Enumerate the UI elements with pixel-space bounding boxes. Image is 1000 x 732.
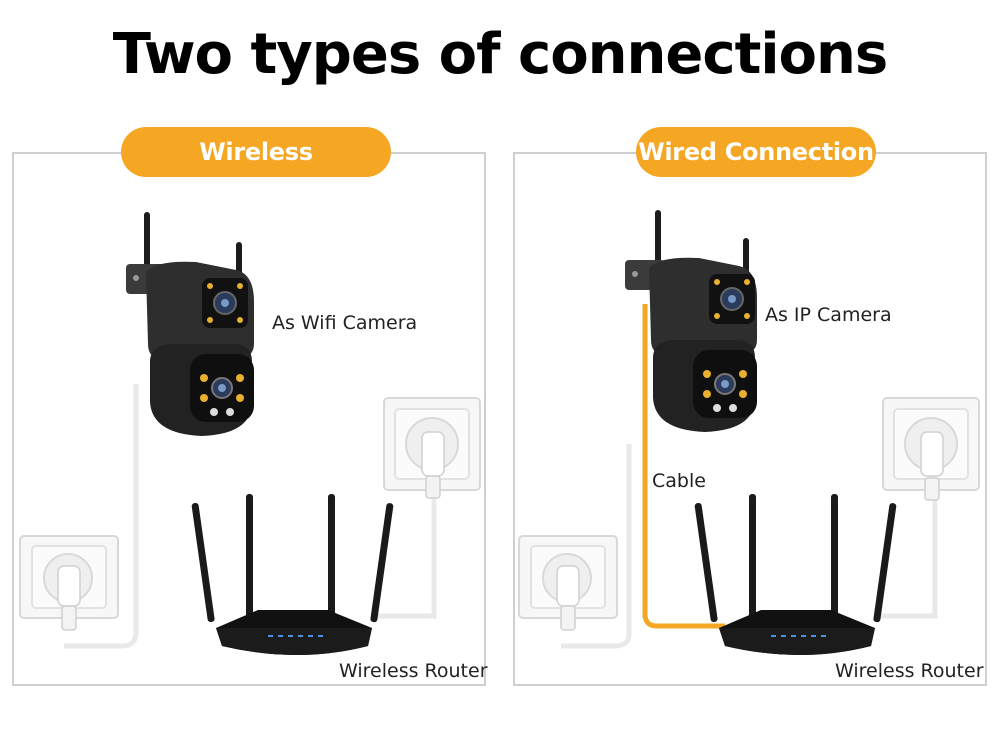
wired-connection-panel (513, 152, 987, 686)
wired-scene (518, 210, 980, 655)
wall-socket-icon (882, 397, 980, 501)
camera-power-cable (561, 444, 632, 649)
wifi-camera-label: As Wifi Camera (272, 312, 418, 334)
camera-power-cable (64, 384, 139, 649)
ptz-camera-icon (126, 212, 254, 436)
wall-socket-icon (19, 535, 119, 631)
right-router-label: Wireless Router (835, 660, 984, 682)
wall-socket-icon (518, 535, 618, 631)
wall-socket-icon (383, 397, 481, 499)
ptz-camera-icon (625, 210, 757, 432)
wireless-connection-heading: Wireless Connection (121, 127, 391, 216)
ip-camera-label: As IP Camera (765, 304, 892, 326)
wireless-scene (19, 212, 481, 655)
router-power-cable (374, 494, 437, 619)
cable-label: Cable (652, 470, 706, 492)
router-power-cable (875, 494, 938, 619)
wireless-router-icon (191, 494, 394, 655)
page-title: Two types of connections (112, 22, 888, 87)
left-router-label: Wireless Router (339, 660, 488, 682)
wireless-connection-panel (12, 152, 486, 686)
wired-connection-heading: Wired Connection (636, 127, 876, 177)
ethernet-cable-icon (642, 304, 725, 629)
wireless-router-icon (694, 494, 897, 655)
